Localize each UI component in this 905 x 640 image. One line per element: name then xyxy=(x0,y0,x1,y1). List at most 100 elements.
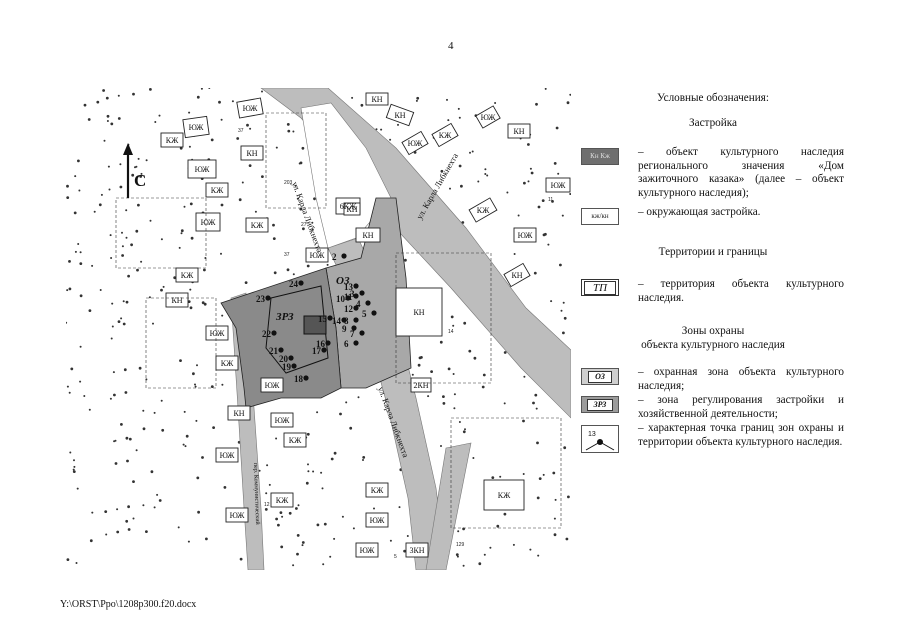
tree-dot xyxy=(261,175,264,178)
tree-dot xyxy=(499,475,502,478)
tree-dot xyxy=(180,232,183,235)
tree-dot xyxy=(161,428,165,432)
tree-dot xyxy=(534,393,538,397)
tree-dot xyxy=(156,493,159,496)
tree-dot xyxy=(542,233,546,237)
tree-dot xyxy=(321,487,324,490)
tree-dot xyxy=(532,401,535,405)
tree-dot xyxy=(123,368,127,372)
building-label: ЮЖ xyxy=(195,165,211,174)
tree-dot xyxy=(223,486,227,489)
tree-dot xyxy=(527,143,530,146)
tree-dot xyxy=(265,492,268,495)
tree-dot xyxy=(135,229,139,233)
tree-dot xyxy=(292,130,295,133)
tree-dot xyxy=(158,114,161,117)
tree-dot xyxy=(468,349,472,353)
tree-dot xyxy=(296,534,300,537)
tree-dot xyxy=(83,103,87,107)
building-label: КЖ xyxy=(371,486,384,495)
building-label: 3КН xyxy=(409,546,424,555)
tree-dot xyxy=(351,96,354,99)
tree-dot xyxy=(275,146,278,149)
tree-dot xyxy=(406,535,409,537)
tree-dot xyxy=(152,322,154,325)
tree-dot xyxy=(231,100,234,103)
tree-dot xyxy=(107,165,110,168)
tree-dot xyxy=(566,101,570,105)
building xyxy=(431,122,459,148)
building-label: КН xyxy=(171,296,182,305)
tree-dot xyxy=(457,530,460,533)
tree-dot xyxy=(254,210,257,213)
tree-dot xyxy=(142,427,146,431)
tree-dot xyxy=(562,331,565,335)
tree-dot xyxy=(72,470,76,473)
building xyxy=(260,377,284,393)
tree-dot xyxy=(322,563,325,566)
building-label: КН xyxy=(362,231,373,240)
tree-dot xyxy=(352,527,355,530)
point-number: 4 xyxy=(356,299,361,309)
tree-dot xyxy=(462,564,465,567)
tree-dot xyxy=(286,123,290,126)
tree-dot xyxy=(483,553,486,556)
building xyxy=(507,123,531,139)
tree-dot xyxy=(547,243,550,246)
tree-dot xyxy=(296,552,299,556)
tree-dot xyxy=(119,163,122,166)
point-marker xyxy=(353,317,359,323)
point-marker xyxy=(278,347,284,353)
plot-boundary xyxy=(265,112,327,209)
tree-dot xyxy=(563,446,567,450)
point-number: 6 xyxy=(344,339,349,349)
tree-dot xyxy=(305,481,309,485)
tree-dot xyxy=(106,114,110,118)
tree-dot xyxy=(297,504,300,507)
building xyxy=(236,97,264,119)
tree-dot xyxy=(557,172,560,175)
point-number: 17 xyxy=(312,346,322,356)
tree-dot xyxy=(190,236,194,240)
tree-dot xyxy=(66,184,69,188)
tree-dot xyxy=(360,103,364,107)
tree-dot xyxy=(415,99,418,102)
legend-zrz-symbol-label: ЗРЗ xyxy=(586,398,614,411)
building xyxy=(240,145,264,161)
tree-dot xyxy=(119,185,123,189)
house-number: 11 xyxy=(548,197,553,203)
building xyxy=(270,492,294,508)
tree-dot xyxy=(513,253,516,255)
plot-boundary xyxy=(115,197,207,269)
tree-dot xyxy=(132,92,135,96)
tree-dot xyxy=(220,203,224,207)
building xyxy=(160,132,184,148)
point-marker xyxy=(351,325,357,331)
tree-dot xyxy=(128,437,132,441)
tree-dot xyxy=(149,219,152,222)
building xyxy=(355,227,381,243)
tree-dot xyxy=(79,380,82,383)
tree-dot xyxy=(538,477,542,480)
tree-dot xyxy=(535,407,538,410)
tree-dot xyxy=(187,540,190,543)
tree-dot xyxy=(70,367,74,371)
tree-dot xyxy=(79,251,82,254)
tree-dot xyxy=(553,162,557,165)
legend-point-symbol: 13 xyxy=(581,425,619,453)
tree-dot xyxy=(339,412,342,416)
building-label: ЮЖ xyxy=(481,113,497,122)
tree-dot xyxy=(503,512,507,516)
point-marker xyxy=(265,295,271,301)
tree-dot xyxy=(452,324,455,327)
legend-section-buildings: Застройка xyxy=(689,117,737,129)
building-label: КЖ xyxy=(166,136,179,145)
point-marker xyxy=(288,355,294,361)
tree-dot xyxy=(333,537,336,540)
tree-dot xyxy=(132,517,135,520)
tree-dot xyxy=(196,364,198,367)
building-label: 2КН xyxy=(413,381,428,390)
building xyxy=(283,432,307,448)
building-label: 6КЖ xyxy=(340,202,357,211)
